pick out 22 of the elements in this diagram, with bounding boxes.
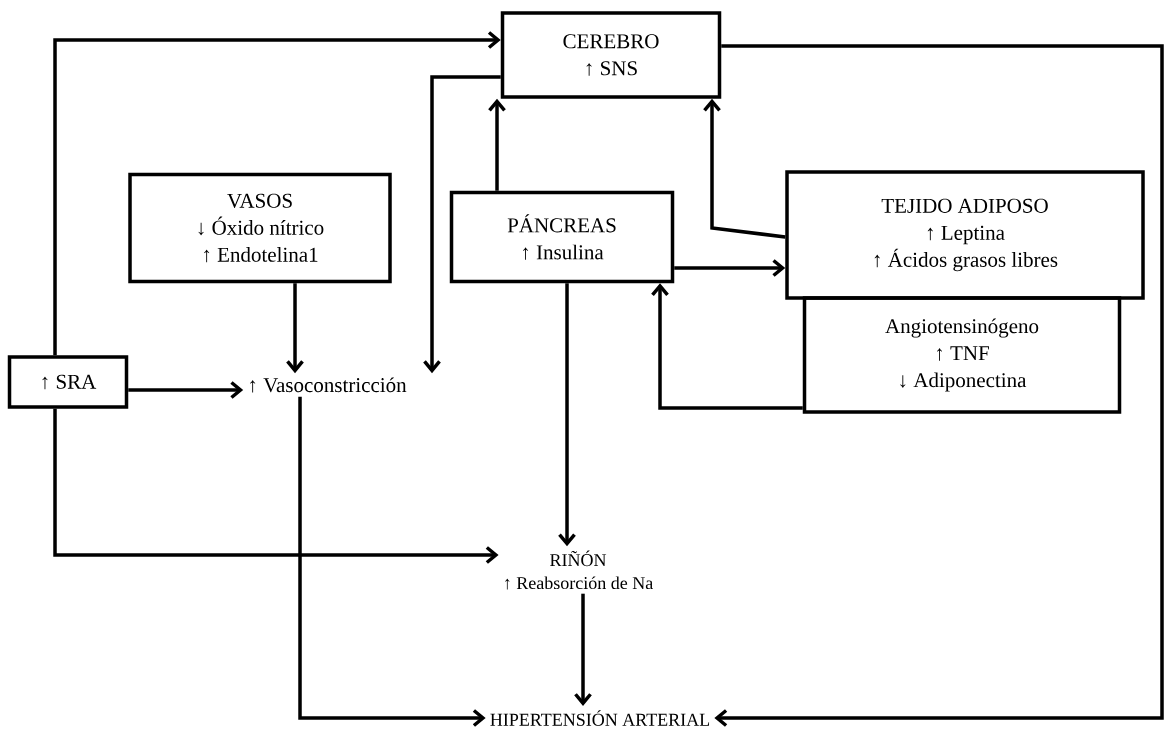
process-box: VASOS ↓ Óxido nítrico ↑ Endotelina1 (128, 172, 392, 284)
arrow (286, 283, 304, 374)
arrow (128, 381, 244, 399)
arrow (558, 283, 576, 547)
arrow (714, 44, 1164, 727)
process-box: ↑ SRA (7, 355, 129, 409)
arrow (488, 98, 506, 191)
arrow (703, 98, 786, 239)
arrow (53, 31, 501, 356)
node-text: RIÑÓN ↑ Reabsorción de Na (498, 546, 658, 594)
process-box: Angiotensinógeno ↑ TNF ↓ Adiponectina (802, 296, 1122, 414)
process-box: TEJIDO ADIPOSO ↑ Leptina ↑ Ácidos grasos libres (785, 170, 1145, 300)
node-text: ↑ Vasoconstricción (243, 373, 411, 397)
node-text: HIPERTENSIÓN ARTERIAL (485, 706, 715, 730)
arrow (423, 75, 501, 374)
arrow (651, 283, 803, 410)
process-box: CEREBRO ↑ SNS (500, 11, 722, 99)
arrow (574, 593, 592, 706)
arrow (53, 408, 499, 564)
arrow (674, 259, 786, 277)
arrow (298, 396, 486, 727)
process-box: PÁNCREAS ↑ Insulina (449, 190, 675, 284)
